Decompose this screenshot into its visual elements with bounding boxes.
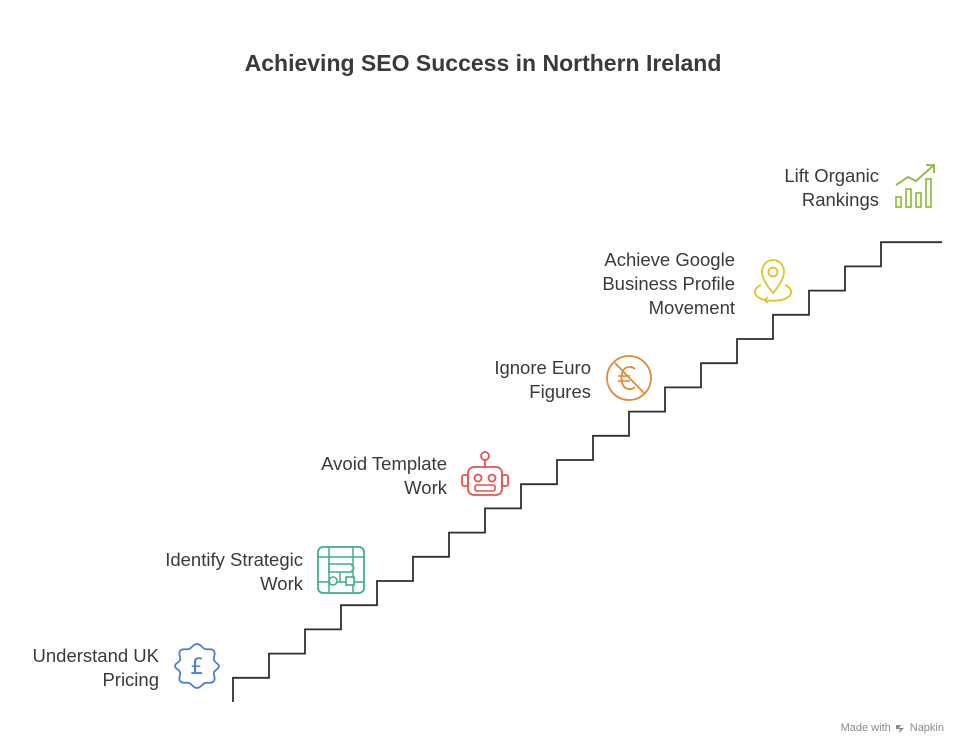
step-label-ignore-euro-figures: Ignore Euro Figures	[494, 357, 591, 402]
step-label-achieve-google-business-profile-movement: Achieve Google Business Profile Movement	[602, 249, 735, 318]
flowchart-icon	[317, 546, 365, 594]
step-label-avoid-template-work: Avoid Template Work	[321, 453, 447, 498]
map-pin-icon	[754, 259, 792, 304]
growth-chart-icon	[895, 164, 935, 208]
pound-badge-icon: £	[174, 643, 220, 689]
step-label-identify-strategic-work: Identify Strategic Work	[165, 549, 303, 594]
page-title: Achieving SEO Success in Northern Irelan…	[244, 50, 722, 76]
svg-text:£: £	[190, 655, 204, 680]
robot-icon	[461, 451, 509, 496]
euro-no-icon	[606, 355, 652, 401]
napkin-logo-icon	[895, 724, 904, 733]
made-with-napkin: Made with Napkin	[840, 722, 944, 734]
step-label-understand-uk-pricing: Understand UK Pricing	[32, 645, 159, 690]
staircase-line	[232, 241, 942, 702]
step-label-lift-organic-rankings: Lift Organic Rankings	[784, 165, 879, 210]
